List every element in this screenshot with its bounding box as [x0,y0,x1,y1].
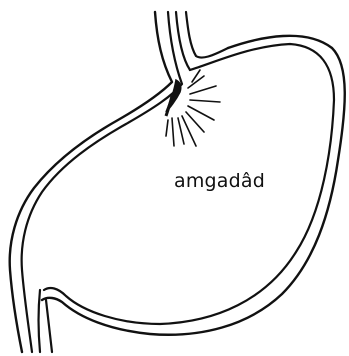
duodenum-outer [46,300,52,352]
stomach-outer-wall [10,12,172,352]
pain-rays [166,70,220,146]
stomach-label: amgadâd [174,170,265,192]
duodenum-inner [39,290,41,352]
esophagus-right-edge [186,12,228,58]
